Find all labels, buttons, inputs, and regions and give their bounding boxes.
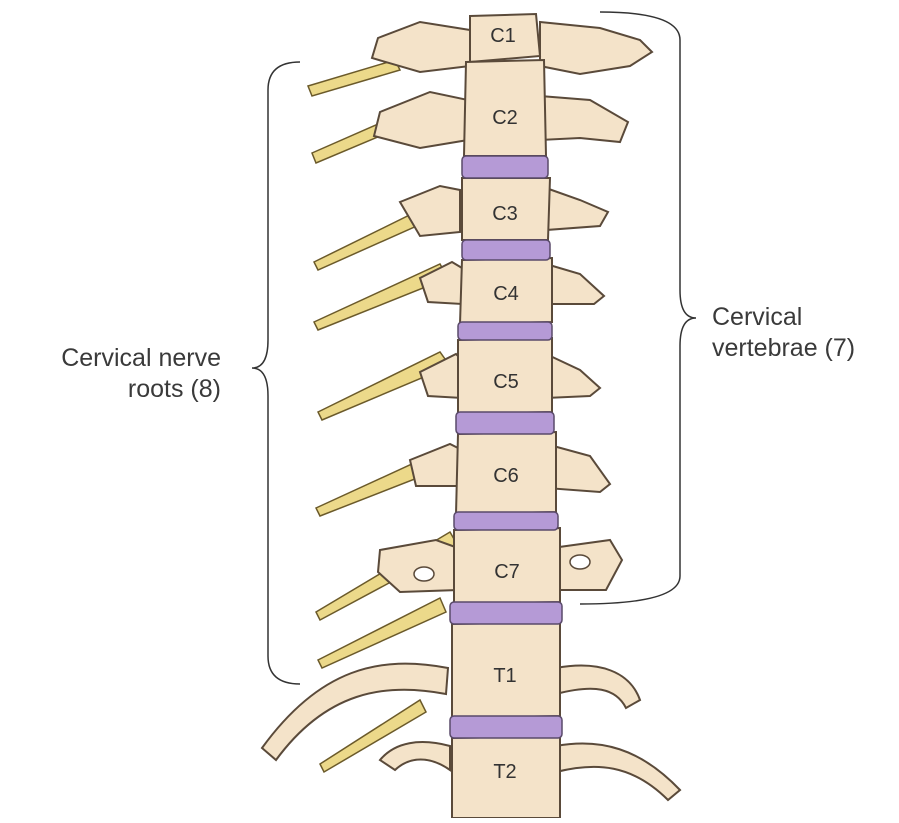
- nerve-roots-label-line2: roots (8): [61, 374, 221, 405]
- vertebrae-label-line2: vertebrae (7): [712, 333, 855, 364]
- label-c3: C3: [492, 203, 518, 225]
- bracket-vertebrae: [580, 12, 696, 604]
- label-t2: T2: [493, 761, 516, 783]
- nerve-roots-label-line1: Cervical nerve: [61, 343, 221, 374]
- rib-left-t2: [380, 742, 450, 770]
- label-c2: C2: [492, 107, 518, 129]
- label-c5: C5: [493, 371, 519, 393]
- label-t1: T1: [493, 665, 516, 687]
- rib-right-t1: [556, 666, 640, 708]
- label-c7: C7: [494, 561, 520, 583]
- nerve-root-1: [308, 60, 400, 96]
- bracket-nerve-roots: [252, 62, 300, 684]
- label-c1: C1: [490, 25, 516, 47]
- cervical-vertebrae-label: Cervical vertebrae (7): [712, 302, 855, 364]
- label-c6: C6: [493, 465, 519, 487]
- label-c4: C4: [493, 283, 519, 305]
- rib-right-t2: [556, 743, 680, 800]
- vertebrae-label-line1: Cervical: [712, 302, 855, 333]
- cervical-nerve-roots-label: Cervical nerve roots (8): [61, 343, 221, 405]
